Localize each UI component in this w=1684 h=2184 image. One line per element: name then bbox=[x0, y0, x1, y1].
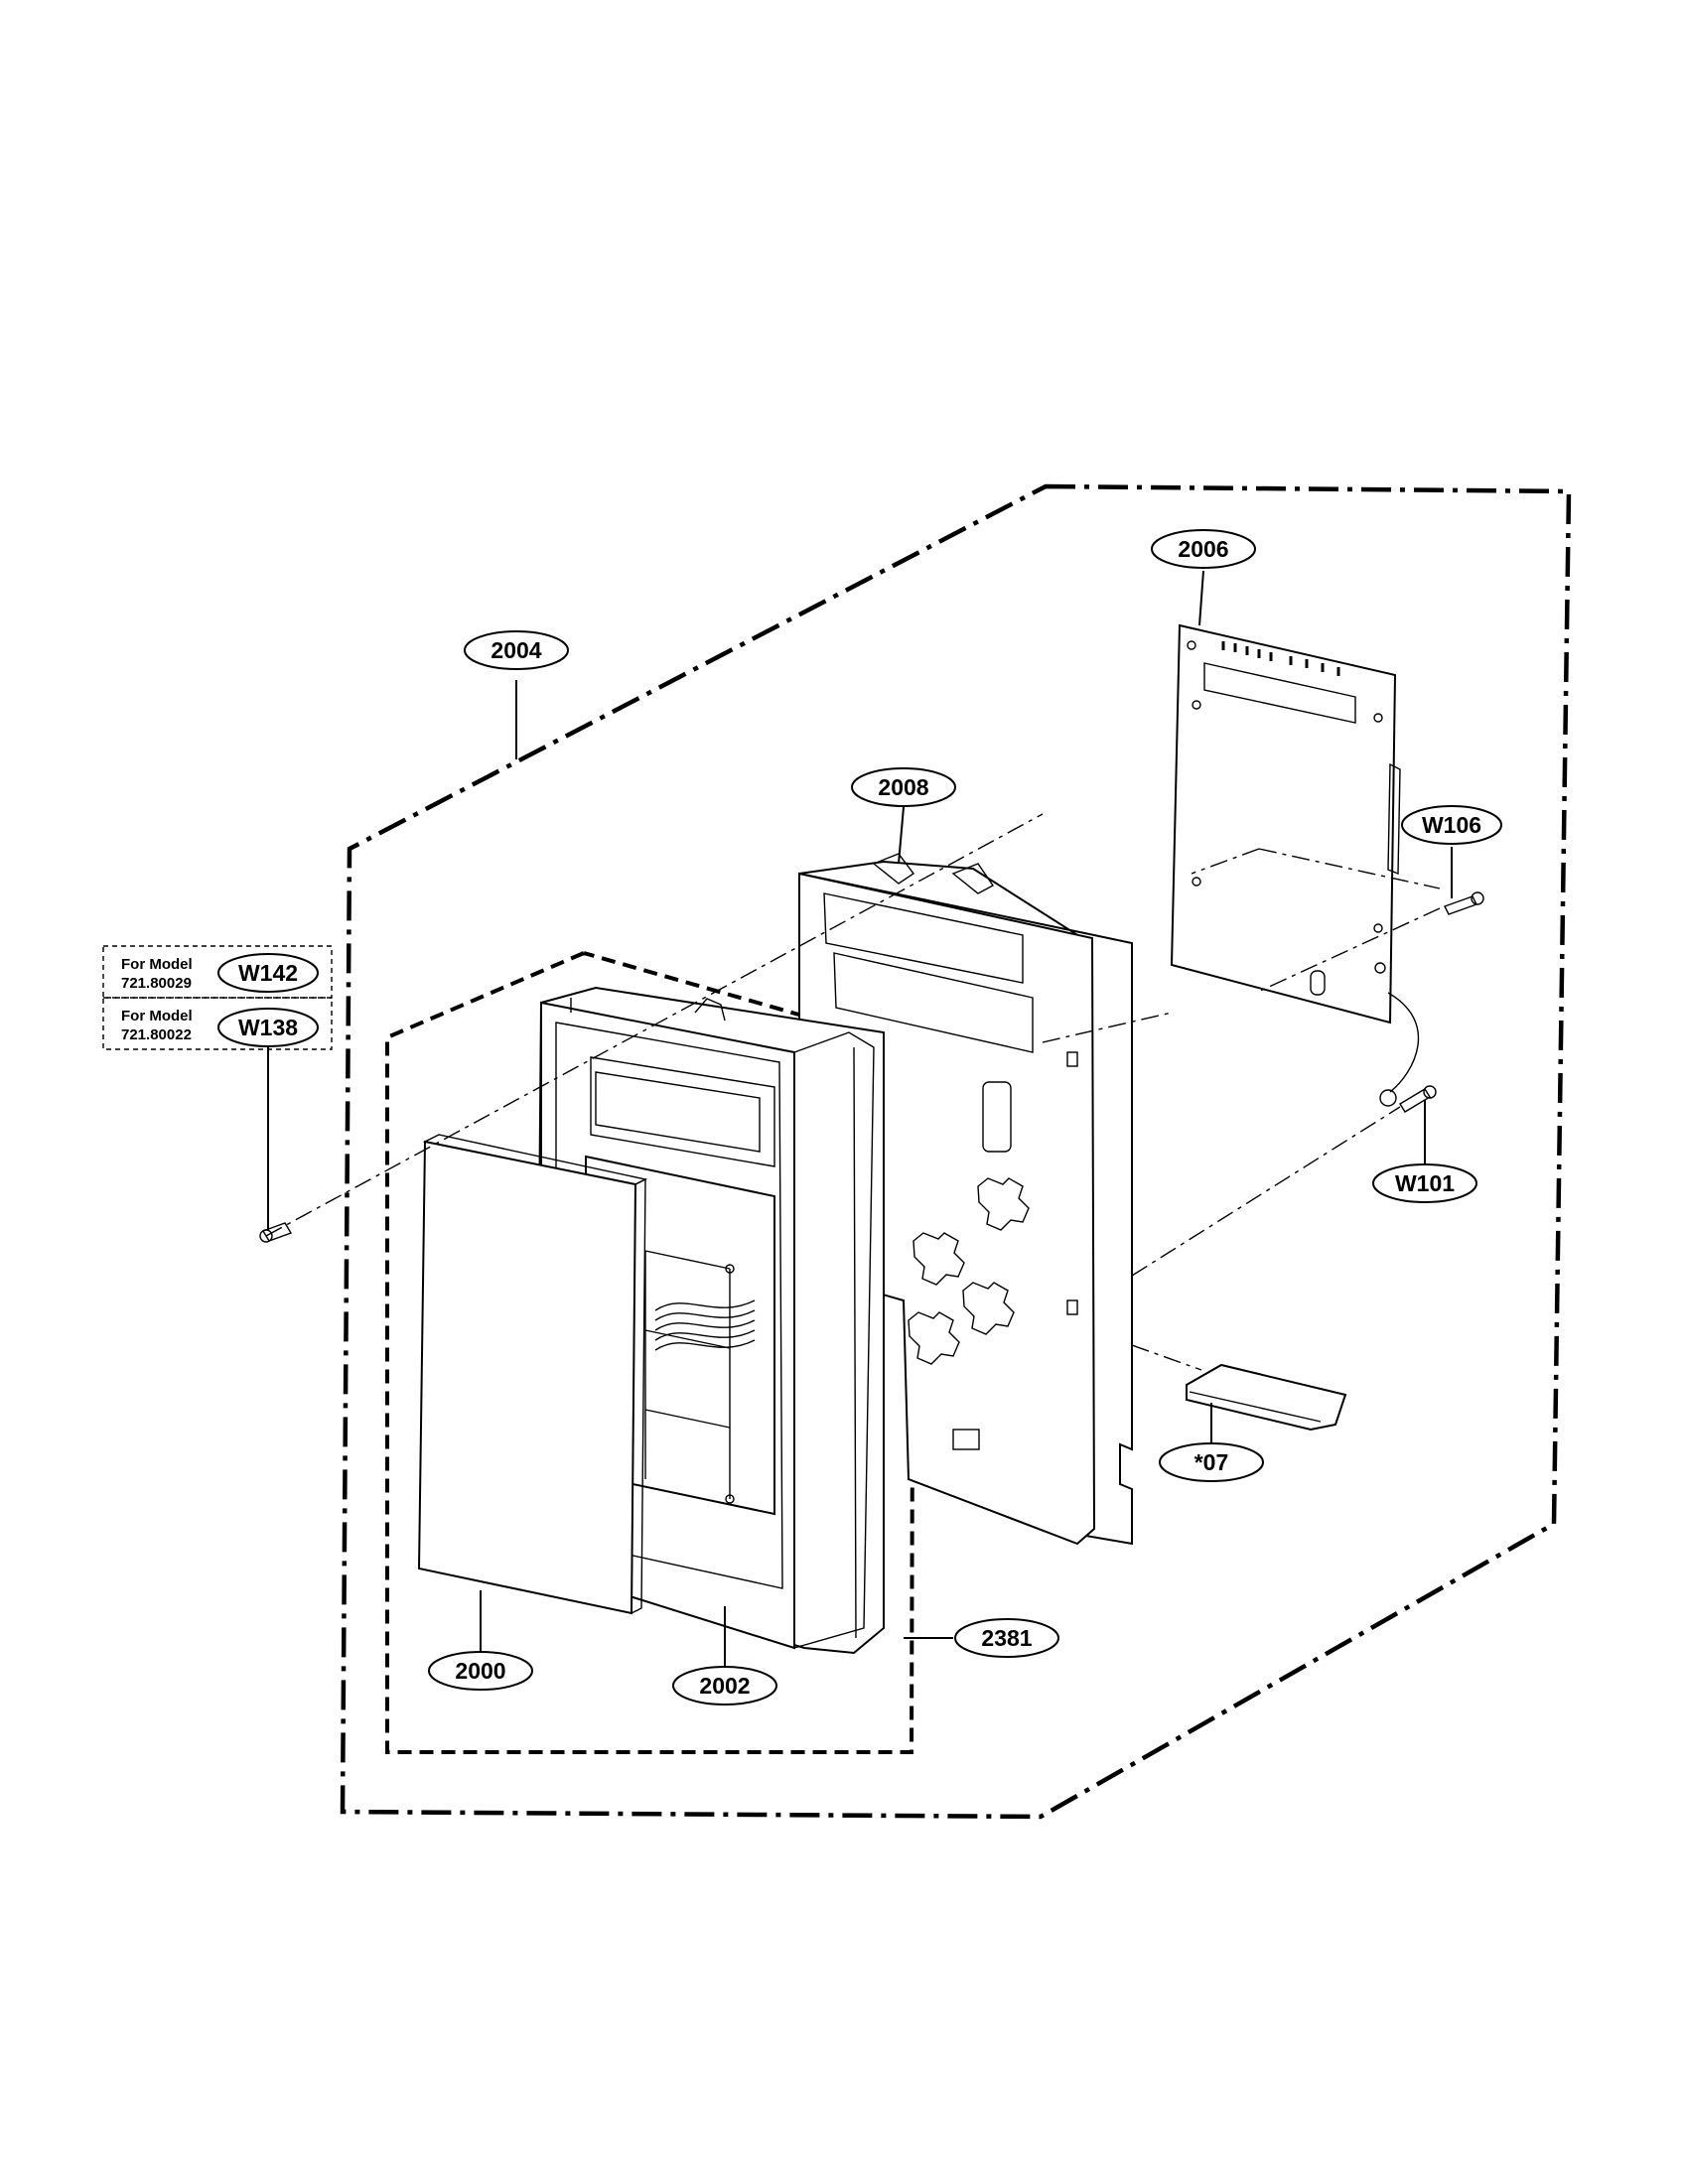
callout-07: *07 bbox=[1194, 1449, 1229, 1475]
assembly-boundary-2004 bbox=[340, 483, 1572, 1820]
callout-2002: 2002 bbox=[699, 1673, 750, 1699]
screw-w106 bbox=[1444, 891, 1484, 915]
model-note-1-line1: For Model bbox=[121, 956, 193, 973]
callout-w138: W138 bbox=[238, 1015, 298, 1040]
callout-2381: 2381 bbox=[981, 1625, 1032, 1651]
screw-w101 bbox=[1399, 1085, 1437, 1113]
callout-2008: 2008 bbox=[878, 774, 928, 800]
front-cover-2000 bbox=[417, 1134, 648, 1615]
model-notes: For Model 721.80029 For Model 721.80022 bbox=[102, 945, 333, 1050]
model-note-2-line1: For Model bbox=[121, 1008, 193, 1024]
screw-front bbox=[259, 1222, 293, 1243]
callout-w106: W106 bbox=[1422, 812, 1481, 838]
callout-w101: W101 bbox=[1395, 1170, 1455, 1196]
part-07 bbox=[1186, 1363, 1347, 1432]
callout-2006: 2006 bbox=[1178, 536, 1228, 562]
model-note-1-line2: 721.80029 bbox=[121, 975, 192, 992]
pcb-2006 bbox=[1170, 623, 1420, 1107]
model-note-2-line2: 721.80022 bbox=[121, 1026, 192, 1043]
callout-2004: 2004 bbox=[491, 637, 541, 663]
callout-w142: W142 bbox=[238, 960, 298, 986]
callout-2000: 2000 bbox=[455, 1658, 505, 1684]
